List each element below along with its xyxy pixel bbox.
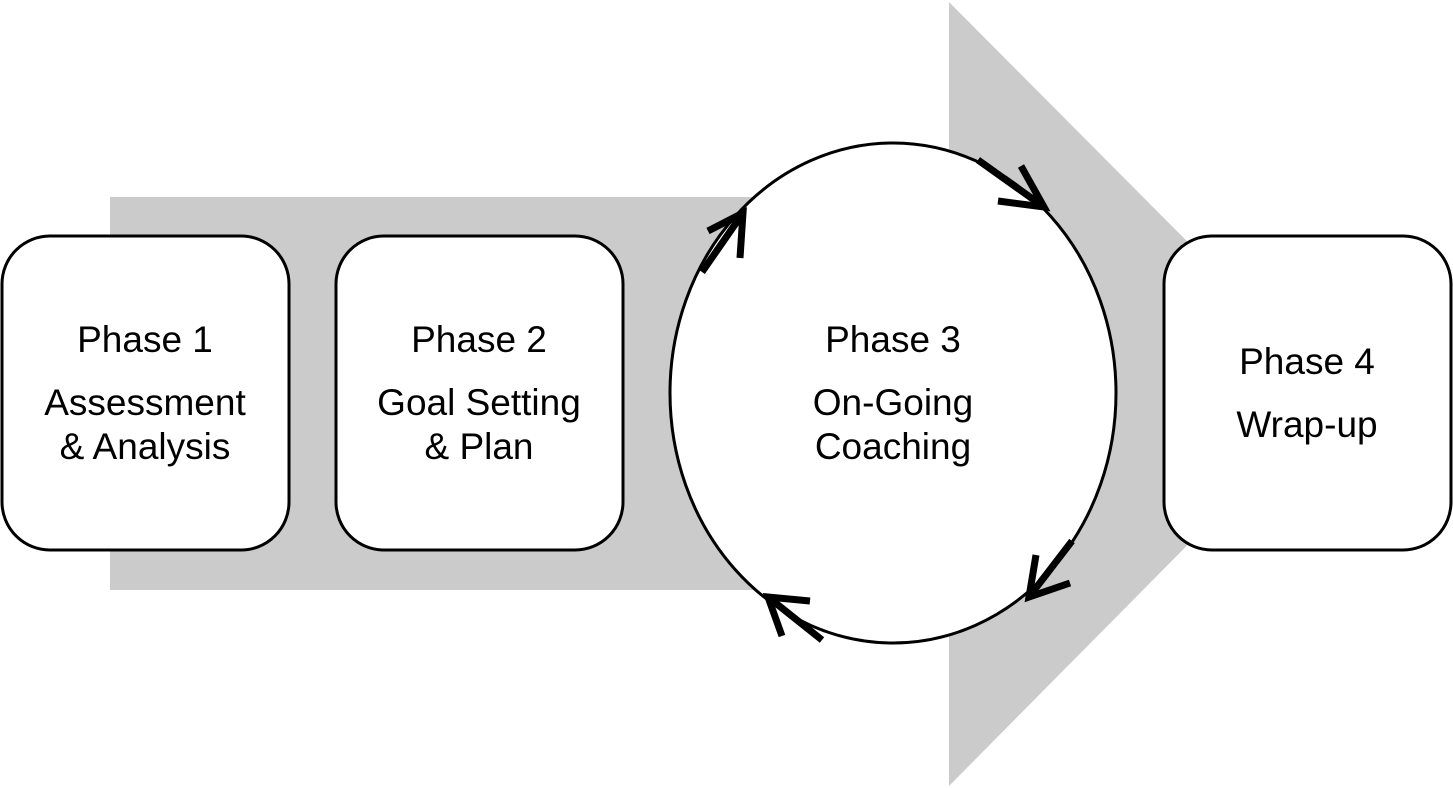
- phase-1-line-1: Assessment: [44, 382, 246, 423]
- phase-3-line-1: On-Going: [813, 382, 973, 423]
- phase-4-title: Phase 4: [1239, 341, 1375, 382]
- phase-1-box: Phase 1 Assessment & Analysis: [0, 234, 291, 552]
- phase-4-box: Phase 4 Wrap-up: [1162, 234, 1453, 552]
- phase-2-box: Phase 2 Goal Setting & Plan: [334, 234, 625, 552]
- cycle-arrow-bottom-left-icon: [762, 592, 825, 643]
- phase-3-cycle: Phase 3 On-Going Coaching: [668, 141, 1118, 645]
- phase-2-line-2: & Plan: [424, 426, 533, 467]
- phase-3-line-2: Coaching: [815, 426, 971, 467]
- phase-1-line-2: & Analysis: [60, 426, 231, 467]
- phase-2-title: Phase 2: [411, 319, 547, 360]
- phase-1-title: Phase 1: [77, 319, 213, 360]
- cycle-arrow-bottom-right-icon: [1024, 538, 1075, 603]
- cycle-arrow-top-left-icon: [699, 207, 747, 274]
- phase-3-title: Phase 3: [825, 319, 961, 360]
- cycle-arrow-top-right-icon: [975, 157, 1051, 212]
- phase-2-line-1: Goal Setting: [377, 382, 581, 423]
- phase-4-line-1: Wrap-up: [1236, 404, 1377, 445]
